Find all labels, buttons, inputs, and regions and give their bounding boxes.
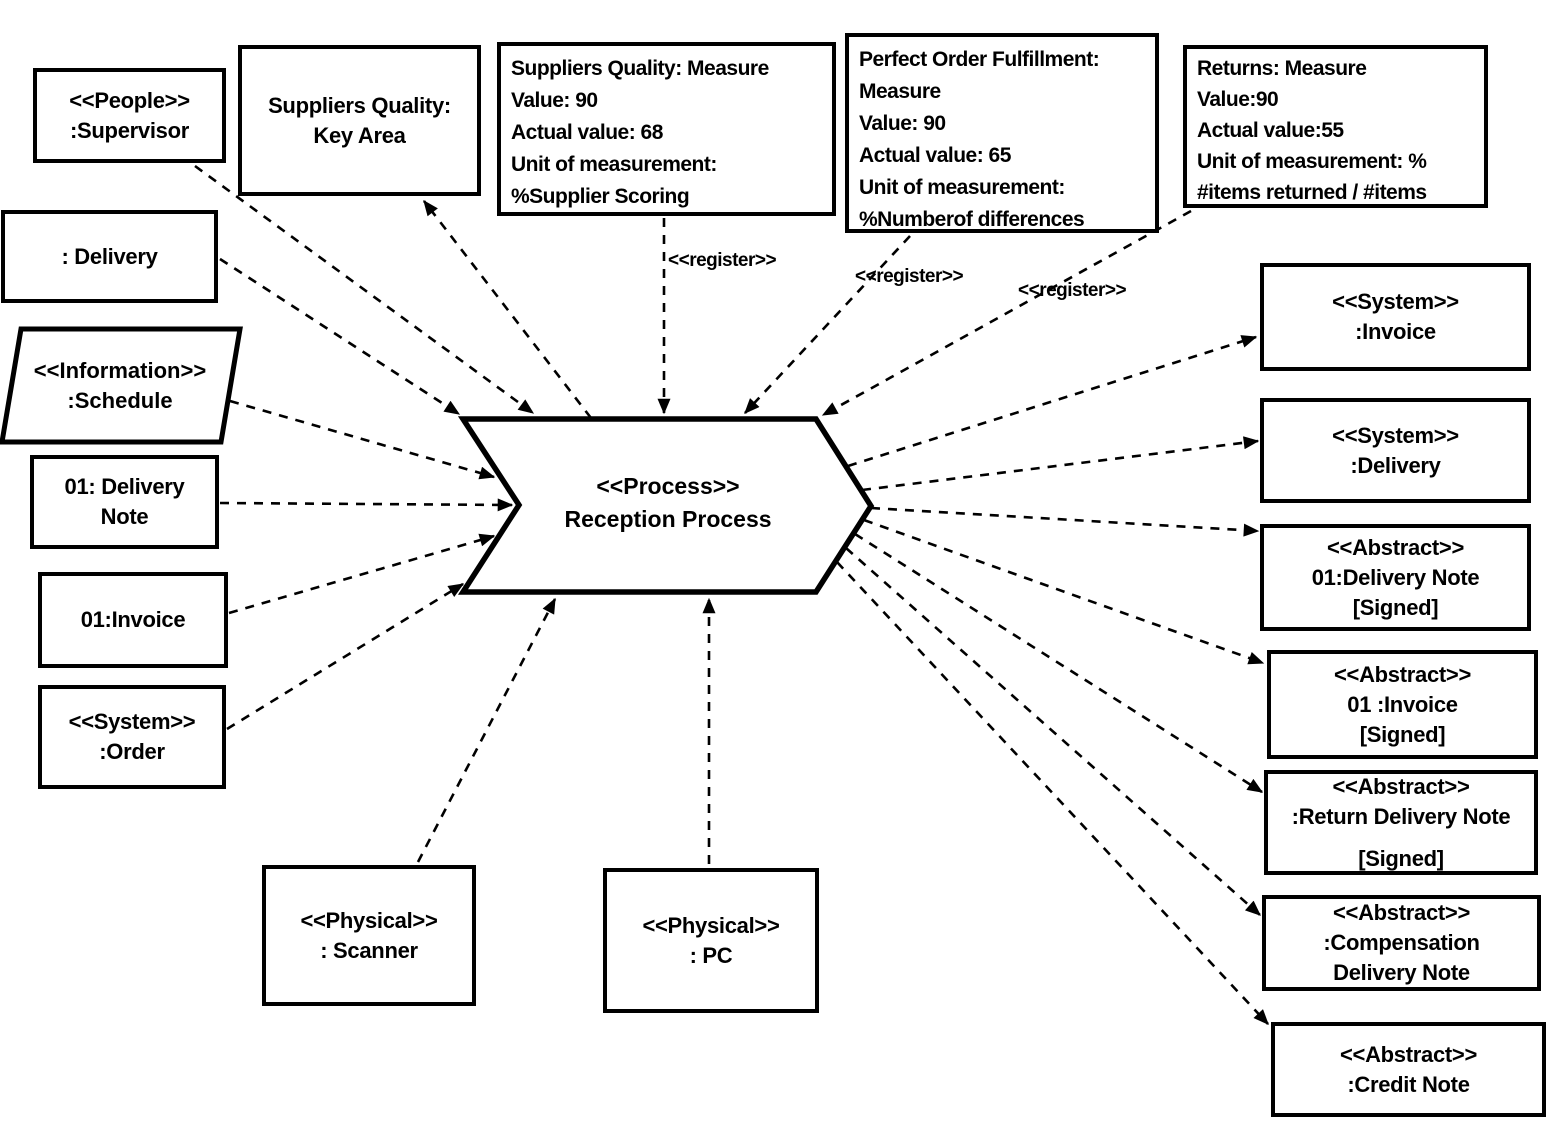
connector-order-process bbox=[226, 582, 465, 731]
stereotype-label: <<System>> bbox=[1332, 422, 1459, 448]
instance-label: 01:Delivery Note bbox=[1311, 564, 1480, 590]
measure-value: Value: 90 bbox=[511, 89, 598, 112]
node-delivery-note-input: 01: Delivery Note bbox=[30, 455, 219, 549]
stereotype-label: <<Information>> bbox=[33, 358, 207, 383]
measure-unit-label: Unit of measurement: bbox=[859, 176, 1065, 199]
connector-supervisor-process bbox=[194, 164, 535, 415]
node-suppliers-quality-measure: Suppliers Quality: Measure Value: 90 Act… bbox=[497, 42, 836, 216]
instance-label: :Return Delivery Note bbox=[1291, 803, 1511, 829]
node-perfect-order-measure: Perfect Order Fulfillment: Measure Value… bbox=[845, 33, 1159, 233]
measure-title: Measure bbox=[859, 80, 941, 103]
node-schedule: <<Information>> :Schedule bbox=[10, 344, 230, 428]
measure-value: Value: 90 bbox=[859, 112, 946, 135]
connector-process-system-delivery bbox=[861, 436, 1260, 492]
measure-title: Returns: Measure bbox=[1197, 57, 1367, 80]
stereotype-label: <<Abstract>> bbox=[1332, 773, 1470, 799]
instance-label: :Supervisor bbox=[70, 117, 189, 143]
node-abstract-invoice: <<Abstract>> 01 :Invoice [Signed] bbox=[1267, 650, 1538, 759]
node-abstract-compensation-delivery-note: <<Abstract>> :Compensation Delivery Note bbox=[1262, 895, 1541, 991]
measure-title: Perfect Order Fulfillment: bbox=[859, 48, 1100, 71]
connector-scanner-process bbox=[416, 597, 557, 863]
node-system-delivery: <<System>> :Delivery bbox=[1260, 398, 1531, 503]
connector-returns-measure-process bbox=[821, 209, 1192, 417]
stereotype-label: <<Process>> bbox=[596, 473, 740, 499]
stereotype-label: <<People>> bbox=[69, 87, 190, 113]
connector-pof-measure-process bbox=[744, 235, 911, 414]
node-scanner: <<Physical>> : Scanner bbox=[262, 865, 476, 1006]
stereotype-label: <<System>> bbox=[1332, 289, 1459, 314]
register-stereotype-label: <<register>> bbox=[668, 250, 777, 271]
instance-label: :Order bbox=[99, 739, 165, 764]
register-stereotype-label: <<register>> bbox=[855, 266, 964, 287]
instance-label: Suppliers Quality: bbox=[268, 92, 451, 118]
stereotype-label: <<Abstract>> bbox=[1333, 661, 1472, 687]
connector-process-abstract-compensation bbox=[845, 547, 1261, 916]
measure-value: Value:90 bbox=[1197, 88, 1279, 111]
node-reception-process: <<Process>> Reception Process bbox=[518, 467, 818, 539]
stereotype-label: <<System>> bbox=[68, 709, 196, 734]
connector-process-abstract-credit-note bbox=[836, 561, 1269, 1025]
connector-invoice-process bbox=[228, 533, 496, 615]
instance-label: Reception Process bbox=[564, 506, 772, 532]
stereotype-label: <<Abstract>> bbox=[1326, 534, 1465, 560]
instance-label: :Delivery bbox=[1350, 452, 1441, 478]
measure-actual-value: Actual value: 65 bbox=[859, 144, 1011, 167]
measure-unit-value: #items returned / #items bbox=[1197, 181, 1427, 204]
connector-process-abstract-return-delivery-note bbox=[854, 532, 1264, 794]
measure-actual-value: Actual value: 68 bbox=[511, 121, 663, 144]
instance-label: :Compensation bbox=[1323, 930, 1480, 955]
instance-label: Note bbox=[100, 504, 149, 529]
instance-label: : Delivery bbox=[61, 243, 158, 269]
node-returns-measure: Returns: Measure Value:90 Actual value:5… bbox=[1183, 45, 1488, 208]
connector-process-abstract-delivery-note bbox=[870, 506, 1260, 537]
state-label: [Signed] bbox=[1359, 721, 1446, 747]
measure-title: Suppliers Quality: Measure bbox=[511, 57, 769, 80]
instance-label: 01:Invoice bbox=[80, 607, 186, 632]
measure-actual-value: Actual value:55 bbox=[1197, 119, 1344, 142]
node-abstract-credit-note: <<Abstract>> :Credit Note bbox=[1271, 1022, 1546, 1117]
stereotype-label: <<Abstract>> bbox=[1332, 900, 1471, 925]
process-chevron-shape bbox=[457, 416, 875, 595]
node-key-area: Suppliers Quality: Key Area bbox=[238, 45, 481, 196]
connector-process-system-invoice bbox=[847, 335, 1258, 468]
measure-unit-label: Unit of measurement: % bbox=[1197, 150, 1427, 173]
register-stereotype-label: <<register>> bbox=[1018, 280, 1127, 301]
instance-label: : PC bbox=[689, 942, 733, 968]
instance-label: :Credit Note bbox=[1347, 1071, 1470, 1097]
instance-label: :Invoice bbox=[1355, 319, 1436, 344]
node-order: <<System>> :Order bbox=[38, 685, 226, 789]
node-invoice-input: 01:Invoice bbox=[38, 572, 228, 668]
node-system-invoice: <<System>> :Invoice bbox=[1260, 263, 1531, 371]
connector-delivery-process bbox=[219, 257, 461, 416]
node-pc: <<Physical>> : PC bbox=[603, 868, 819, 1013]
connector-process-key-area bbox=[422, 199, 593, 419]
instance-label: Key Area bbox=[313, 122, 406, 148]
stereotype-label: <<Physical>> bbox=[642, 912, 780, 938]
instance-label: :Schedule bbox=[67, 388, 173, 413]
state-label: [Signed] bbox=[1352, 594, 1439, 620]
stereotype-label: <<Physical>> bbox=[300, 907, 438, 933]
measure-unit-value: %Supplier Scoring bbox=[511, 185, 690, 208]
node-abstract-delivery-note: <<Abstract>> 01:Delivery Note [Signed] bbox=[1260, 524, 1531, 631]
state-label: [Signed] bbox=[1358, 845, 1444, 871]
connector-process-abstract-invoice bbox=[863, 518, 1265, 665]
node-abstract-return-delivery-note: <<Abstract>> :Return Delivery Note [Sign… bbox=[1264, 770, 1538, 875]
node-delivery-input: : Delivery bbox=[1, 210, 218, 303]
connector-delivery-note-process bbox=[219, 498, 514, 512]
instance-label: : Scanner bbox=[320, 937, 418, 963]
schedule-parallelogram-shape bbox=[0, 326, 243, 445]
connector-schedule-process bbox=[229, 399, 496, 480]
instance-label: 01 :Invoice bbox=[1347, 691, 1458, 717]
measure-unit-value: %Numberof differences bbox=[859, 208, 1085, 231]
node-supervisor: <<People>> :Supervisor bbox=[33, 68, 226, 163]
instance-label: 01: Delivery bbox=[64, 474, 185, 499]
measure-unit-label: Unit of measurement: bbox=[511, 153, 717, 176]
instance-label: Delivery Note bbox=[1333, 960, 1470, 985]
stereotype-label: <<Abstract>> bbox=[1339, 1041, 1478, 1067]
